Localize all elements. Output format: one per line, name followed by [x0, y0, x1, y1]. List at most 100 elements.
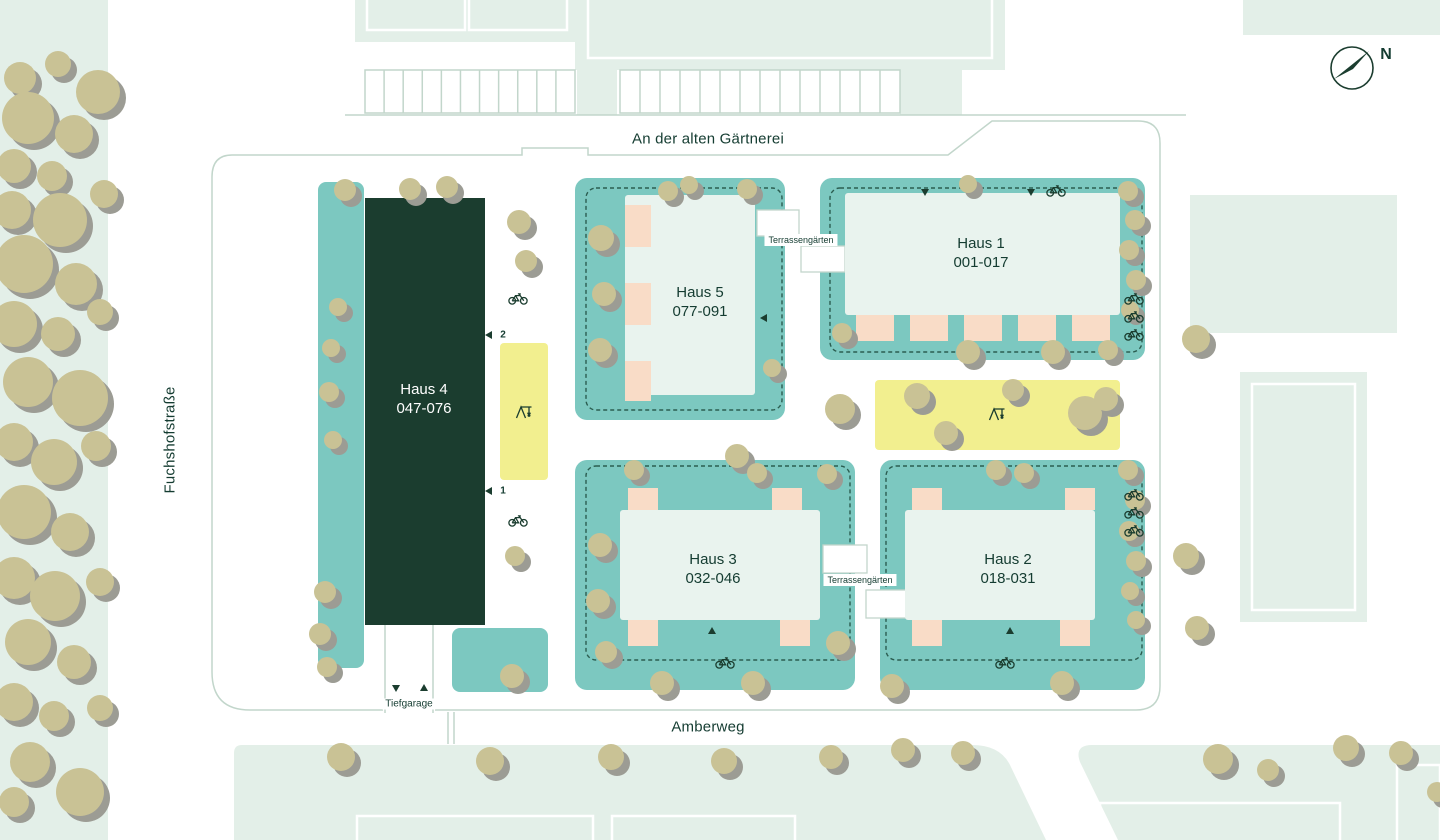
tree	[399, 178, 427, 206]
bicycle-icon	[508, 515, 528, 527]
tree	[819, 745, 849, 775]
tree	[1118, 460, 1144, 486]
tree	[763, 359, 787, 383]
parcel-northeast	[1243, 0, 1440, 35]
haus1-label[interactable]: Haus 1 001-017	[953, 234, 1008, 272]
haus3-label[interactable]: Haus 3 032-046	[685, 550, 740, 588]
entrance-arrow-down	[921, 189, 929, 196]
haus5-building[interactable]	[625, 195, 755, 395]
parcel-east-a	[1190, 195, 1397, 333]
haus3-building[interactable]	[620, 510, 820, 620]
terrace-gardens-label-north: Terrassengärten	[764, 234, 838, 246]
playground-icon	[988, 407, 1005, 421]
tree	[37, 161, 73, 197]
haus2-label[interactable]: Haus 2 018-031	[980, 550, 1035, 588]
tree	[1068, 396, 1108, 436]
tree	[904, 383, 936, 415]
tree	[0, 301, 43, 353]
underground-garage-label: Tiefgarage	[382, 698, 436, 710]
tree	[711, 748, 743, 780]
bicycle-icon	[715, 657, 735, 669]
tree	[87, 299, 119, 331]
haus1-building[interactable]	[845, 193, 1120, 315]
building-name: Haus 2	[984, 551, 1032, 568]
tree	[30, 571, 86, 627]
compass-icon	[1330, 46, 1374, 90]
entrance-number-2: 2	[500, 329, 506, 341]
entrance-arrow-left	[485, 331, 492, 339]
tree	[1121, 582, 1145, 606]
tree	[51, 513, 95, 557]
entrance-arrow-down	[392, 685, 400, 692]
tree	[880, 674, 910, 704]
building-units: 018-031	[980, 570, 1036, 587]
tree	[1389, 741, 1419, 771]
tree	[1203, 744, 1239, 780]
tree	[1127, 611, 1151, 635]
tree	[5, 619, 57, 671]
building-units: 001-017	[953, 254, 1009, 271]
garage-ramp	[383, 625, 435, 713]
tree	[1041, 340, 1071, 370]
tree	[324, 431, 348, 455]
terrace-gardens-label-south: Terrassengärten	[823, 574, 897, 586]
tree	[52, 370, 114, 432]
tree	[436, 176, 464, 204]
playground-icon	[515, 405, 532, 419]
parking-row	[364, 69, 576, 114]
bicycle-icon	[1046, 185, 1066, 197]
trees	[0, 51, 1440, 823]
street-label-bottom: Amberweg	[671, 718, 745, 736]
bicycle-icon	[1124, 525, 1144, 537]
map-icons	[508, 185, 1144, 669]
tree	[476, 747, 510, 781]
entrance-arrow-left	[485, 487, 492, 495]
building-name: Haus 4	[400, 381, 448, 398]
tree	[327, 743, 361, 777]
tree	[1050, 671, 1080, 701]
tree	[588, 533, 618, 563]
tree	[33, 193, 93, 253]
building-name: Haus 1	[957, 235, 1005, 252]
tree	[747, 463, 773, 489]
tree	[1002, 379, 1030, 407]
tree	[592, 282, 622, 312]
tree	[0, 191, 37, 235]
tree	[1182, 325, 1216, 359]
haus4-label[interactable]: Haus 4 047-076	[396, 380, 451, 418]
entrance-arrow-left	[760, 314, 767, 322]
haus2-building[interactable]	[905, 510, 1095, 620]
tree	[319, 382, 345, 408]
bicycle-icon	[1124, 507, 1144, 519]
haus5-label[interactable]: Haus 5 077-091	[672, 283, 727, 321]
tree	[1126, 551, 1152, 577]
tree	[956, 340, 986, 370]
tree	[1119, 240, 1145, 266]
tree	[658, 181, 684, 207]
tree	[86, 568, 120, 602]
tree	[1098, 340, 1124, 366]
tree	[500, 664, 530, 694]
tree	[826, 631, 856, 661]
tree	[507, 210, 537, 240]
tree	[334, 179, 362, 207]
tree	[680, 176, 704, 200]
parcel-east-b	[1240, 372, 1367, 622]
haus4-building[interactable]	[365, 198, 485, 625]
building-name: Haus 5	[676, 284, 724, 301]
tree	[10, 742, 56, 788]
building-name: Haus 3	[689, 551, 737, 568]
tree	[832, 323, 858, 349]
tree	[309, 623, 337, 651]
street-label-top: An der alten Gärtnerei	[632, 130, 784, 148]
tree	[45, 51, 77, 83]
building-units: 032-046	[685, 570, 741, 587]
tree	[2, 92, 60, 150]
parcel-south-b	[1078, 745, 1440, 840]
tree	[951, 741, 981, 771]
tree	[31, 439, 83, 491]
tree	[90, 180, 124, 214]
tree	[598, 744, 630, 776]
balcony-terraces	[625, 205, 1110, 646]
